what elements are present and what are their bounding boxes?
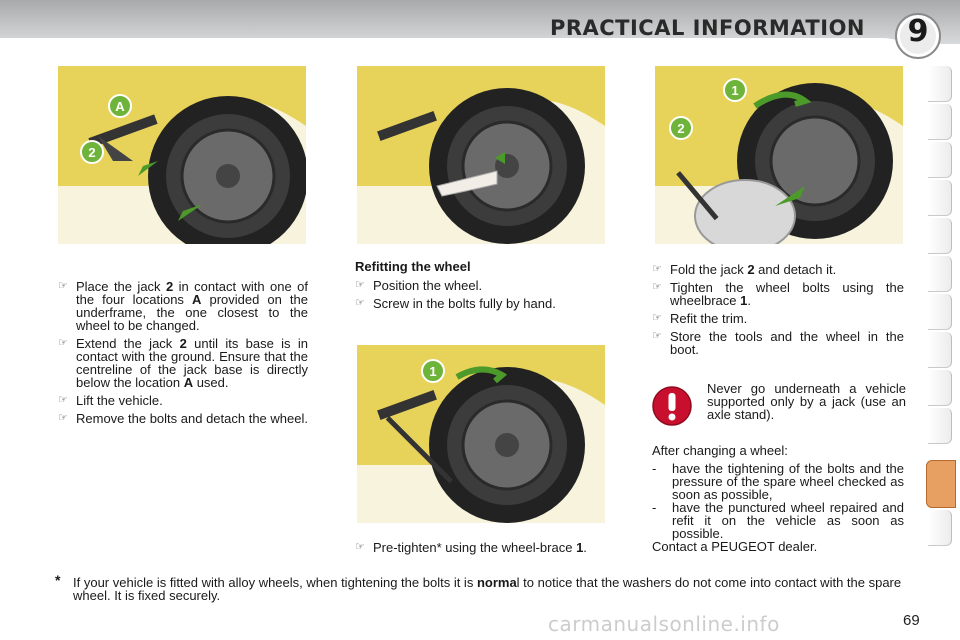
chapter-tabs [926, 66, 956, 576]
chapter-tab[interactable] [928, 104, 952, 140]
pointing-hand-icon: ☞ [652, 312, 662, 324]
photo-label: 1 [429, 364, 436, 379]
pointing-hand-icon: ☞ [58, 394, 68, 406]
list-item: ☞ Position the wheel. [355, 278, 483, 293]
exclamation-icon [652, 386, 692, 426]
pointing-hand-icon: ☞ [652, 330, 662, 342]
header-curve [0, 38, 960, 52]
pointing-hand-icon: ☞ [58, 412, 68, 424]
pointing-hand-icon: ☞ [355, 279, 365, 291]
page-title: PRACTICAL INFORMATION [549, 16, 865, 40]
chapter-number: 9 [907, 14, 929, 49]
after-change-notes: After changing a wheel: -have the tighte… [652, 444, 904, 553]
header-band [0, 0, 960, 44]
list-item: ☞ Refit the trim. [652, 311, 748, 326]
pointing-hand-icon: ☞ [652, 281, 662, 293]
chapter-tab[interactable] [928, 408, 952, 444]
warning-box: Never go underneath a vehicle supported … [652, 380, 906, 430]
list-item: ☞ Remove the bolts and detach the wheel. [58, 411, 308, 426]
photo-jack-position: A 2 [58, 66, 306, 244]
list-item: -have the tightening of the bolts and th… [652, 461, 904, 502]
chapter-tab[interactable] [928, 218, 952, 254]
watermark: carmanualsonline.info [548, 612, 780, 636]
chapter-tab[interactable] [928, 510, 952, 546]
chapter-tab[interactable] [928, 256, 952, 292]
list-item: ☞ Place the jack 2 in contact with one o… [58, 279, 309, 333]
list-item: ☞ Tighten the wheel bolts using the whee… [652, 280, 904, 308]
chapter-tab[interactable] [928, 142, 952, 178]
section-heading: Refitting the wheel [355, 259, 471, 274]
chapter-tab[interactable] [928, 332, 952, 368]
pointing-hand-icon: ☞ [652, 263, 662, 275]
list-item: ☞ Screw in the bolts fully by hand. [355, 296, 556, 311]
chapter-tab[interactable] [928, 294, 952, 330]
photo-label: A [115, 99, 125, 114]
chapter-tab[interactable] [928, 66, 952, 102]
middle-lower-instructions: ☞ Pre-tighten* using the wheel-brace 1. [355, 541, 605, 559]
pointing-hand-icon: ☞ [58, 280, 68, 292]
chapter-badge [895, 13, 941, 59]
list-item: ☞ Extend the jack 2 until its base is in… [58, 336, 308, 390]
photo-tighten-bolts: 1 2 [655, 66, 903, 244]
chapter-tab[interactable] [928, 180, 952, 216]
right-instructions: ☞ Fold the jack 2 and detach it. ☞ Tight… [652, 263, 904, 361]
pointing-hand-icon: ☞ [355, 297, 365, 309]
photo-label: 1 [731, 83, 738, 98]
footnote: * If your vehicle is fitted with alloy w… [55, 572, 902, 603]
pointing-hand-icon: ☞ [58, 337, 68, 349]
contact-dealer-text: Contact a PEUGEOT dealer. [652, 539, 818, 554]
photo-label: 2 [677, 121, 684, 136]
list-item: ☞ Fold the jack 2 and detach it. [652, 262, 837, 277]
chapter-tab-active[interactable] [926, 460, 956, 508]
chapter-tab[interactable] [928, 370, 952, 406]
warning-text: Never go underneath a vehicle supported … [707, 381, 906, 422]
list-item: ☞ Pre-tighten* using the wheel-brace 1. [355, 540, 587, 555]
list-item: ☞ Store the tools and the wheel in the b… [652, 329, 904, 357]
photo-label: 2 [88, 145, 95, 160]
photo-position-wheel [357, 66, 605, 244]
photo-pre-tighten: 1 [357, 345, 605, 523]
middle-instructions: Refitting the wheel ☞ Position the wheel… [355, 260, 605, 315]
footnote-star: * [55, 572, 61, 588]
left-instructions: ☞ Place the jack 2 in contact with one o… [58, 280, 308, 430]
list-item: -have the punctured wheel repaired and r… [652, 500, 904, 541]
pointing-hand-icon: ☞ [355, 541, 365, 553]
page-number: 69 [903, 612, 920, 629]
list-item: ☞ Lift the vehicle. [58, 393, 163, 408]
after-change-intro: After changing a wheel: [652, 443, 788, 458]
